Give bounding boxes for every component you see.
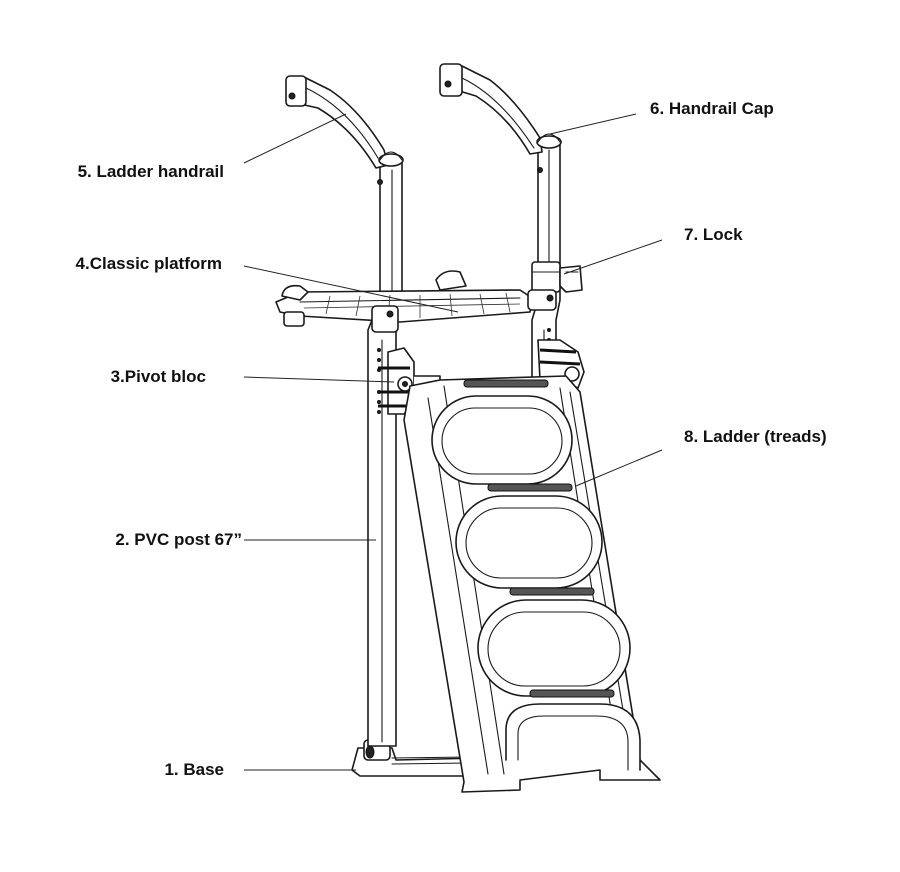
leader-platform	[243, 265, 459, 313]
lock-part	[531, 261, 583, 293]
ladder-handrail	[285, 75, 389, 185]
label-pivot: 3.Pivot bloc	[111, 367, 206, 386]
label-treads: 8. Ladder (treads)	[684, 427, 827, 446]
leader-pivot	[243, 376, 395, 383]
label-post: 2. PVC post 67”	[115, 530, 242, 549]
label-handrail: 5. Ladder handrail	[78, 162, 224, 181]
pvc-post	[367, 159, 403, 747]
leader-lock	[563, 239, 663, 275]
leader-handrail	[243, 113, 347, 164]
classic-platform	[275, 270, 557, 333]
right-handrail	[439, 63, 543, 173]
leader-cap	[549, 113, 637, 135]
handrail-cap	[536, 133, 562, 149]
ladder-treads	[431, 379, 641, 771]
label-base: 1. Base	[164, 760, 224, 779]
label-platform: 4.Classic platform	[76, 254, 222, 273]
label-cap: 6. Handrail Cap	[650, 99, 774, 118]
leader-treads	[575, 449, 663, 487]
part-labels: 1. Base 2. PVC post 67” 3.Pivot bloc 4.C…	[76, 99, 827, 779]
left-handrail-cap	[378, 151, 404, 167]
leader-lines	[243, 113, 663, 771]
label-lock: 7. Lock	[684, 225, 743, 244]
ladder-illustration	[275, 63, 661, 793]
